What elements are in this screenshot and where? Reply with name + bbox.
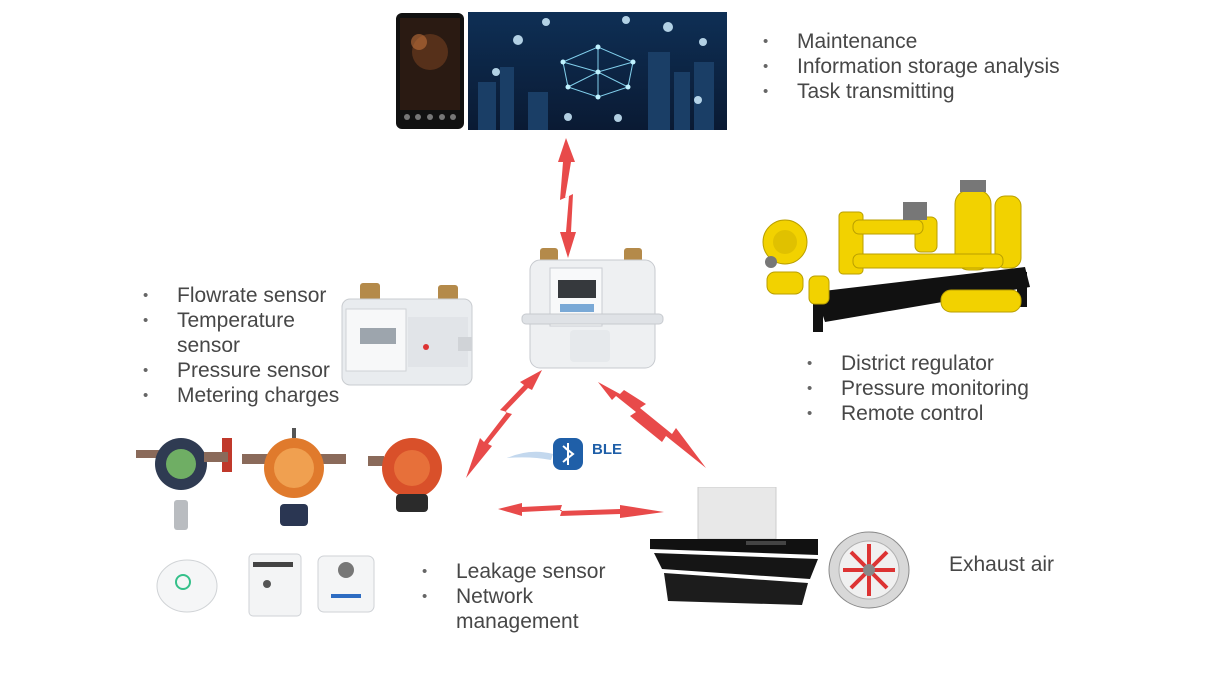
list-item: Flowrate sensor (143, 283, 373, 308)
leakage-functions-list: Leakage sensor Network management (422, 559, 662, 634)
regulator-functions-list: District regulator Pressure monitoring R… (807, 351, 1107, 426)
list-item: Information storage analysis (763, 54, 1123, 79)
list-item: Maintenance (763, 29, 1123, 54)
list-item: Network management (422, 584, 616, 634)
smartphone-image (395, 12, 465, 130)
ble-logo (505, 434, 635, 474)
list-item: Task transmitting (763, 79, 1123, 104)
list-item: Remote control (807, 401, 1107, 426)
list-item: Temperature sensor (143, 308, 327, 358)
arrow-meter-hood (598, 382, 706, 468)
arrow-cloud-meter (558, 138, 576, 258)
list-item: Metering charges (143, 383, 373, 408)
list-item: Pressure sensor (143, 358, 373, 383)
smart-city-network-image (468, 12, 727, 130)
explosion-proof-gas-detectors-image (136, 428, 456, 533)
meter-sensors-list: Flowrate sensor Temperature sensor Press… (143, 283, 373, 408)
district-regulator-station-image (755, 172, 1035, 334)
arrow-meter-detectors (466, 370, 542, 478)
exhaust-air-label: Exhaust air (949, 553, 1055, 576)
range-hood-image (650, 487, 820, 609)
central-smart-gas-meter-image (520, 246, 665, 370)
arrow-detectors-hood (498, 503, 664, 518)
bluetooth-icon (562, 443, 575, 465)
cloud-functions-list: Maintenance Information storage analysis… (763, 29, 1123, 104)
household-gas-alarms-image (155, 550, 380, 618)
ultrasonic-gas-meter-image (338, 283, 478, 387)
list-item: Pressure monitoring (807, 376, 1107, 401)
list-item: Leakage sensor (422, 559, 662, 584)
exhaust-fan-image (825, 530, 913, 610)
ble-text: BLE (592, 441, 622, 458)
list-item: District regulator (807, 351, 1107, 376)
